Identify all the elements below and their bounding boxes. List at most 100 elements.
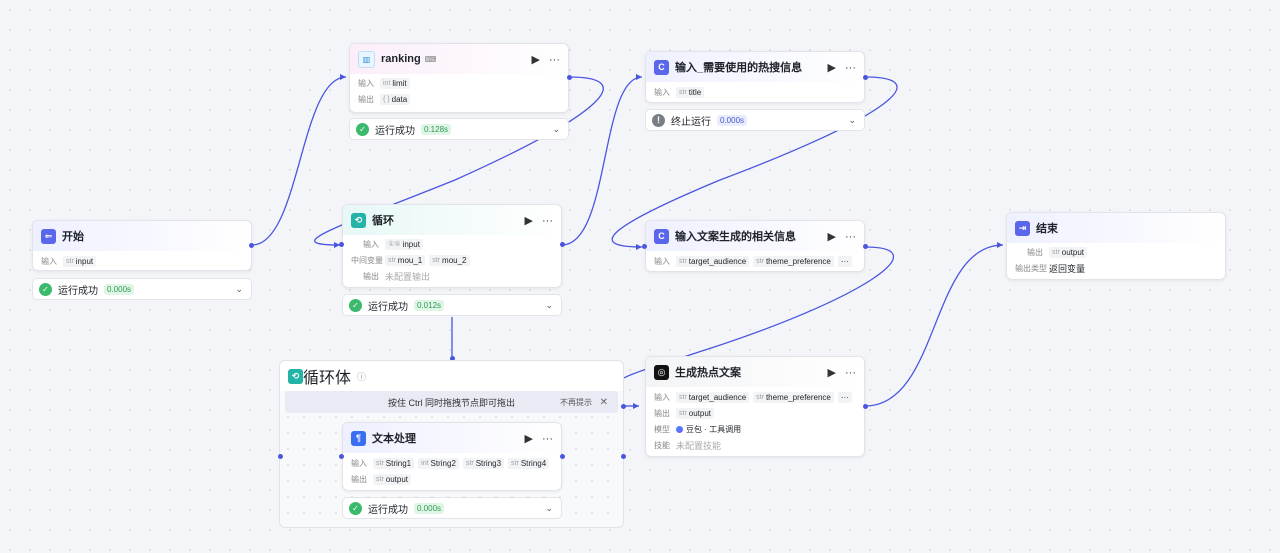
more-button[interactable]: ··· bbox=[845, 61, 856, 74]
output-port[interactable] bbox=[863, 75, 868, 80]
row-value: 未配置技能 bbox=[676, 440, 722, 451]
status-ranking[interactable]: ✓ 运行成功 0.128s ⌄ bbox=[349, 118, 569, 140]
row-label: 输入 bbox=[363, 239, 379, 249]
row-label: 输出类型 bbox=[1015, 263, 1047, 273]
plugin-icon: ▥ bbox=[358, 50, 375, 68]
row-label: 技能 bbox=[654, 440, 670, 450]
keyboard-icon: ⌨ bbox=[424, 54, 437, 64]
node-title: 文本处理 bbox=[372, 433, 416, 445]
input-c-icon: C bbox=[654, 228, 669, 244]
node-title: 结束 bbox=[1036, 223, 1058, 235]
more-button[interactable]: ··· bbox=[549, 53, 560, 66]
drag-hint-banner: 按住 Ctrl 同时拖拽节点即可拖出 不再提示 ✕ bbox=[285, 391, 618, 413]
check-icon: ✓ bbox=[349, 298, 362, 312]
status-text: 运行成功 bbox=[375, 125, 415, 137]
more-button[interactable]: ··· bbox=[542, 214, 553, 227]
row-label: 输出 bbox=[363, 271, 379, 281]
row-label: 模型 bbox=[654, 424, 670, 434]
status-input-hot[interactable]: ! 终止运行 0.000s ⌄ bbox=[645, 109, 865, 131]
chevron-down-icon[interactable]: ⌄ bbox=[545, 300, 553, 310]
loop-body-port[interactable] bbox=[450, 356, 455, 361]
edge-loop-input-hot bbox=[561, 76, 643, 246]
dont-show-again-link[interactable]: 不再提示 bbox=[560, 397, 592, 407]
edge-gen-end bbox=[864, 244, 1004, 407]
chevron-down-icon[interactable]: ⌄ bbox=[235, 284, 243, 294]
status-time: 0.000s bbox=[414, 502, 445, 514]
output-port[interactable] bbox=[249, 243, 254, 248]
loop-icon: ⟲ bbox=[351, 212, 366, 228]
close-icon[interactable]: ✕ bbox=[599, 396, 608, 408]
node-title: 循环体 bbox=[303, 370, 352, 387]
output-port[interactable] bbox=[863, 244, 868, 249]
row-value: 未配置输出 bbox=[385, 271, 431, 282]
container-loop-port[interactable] bbox=[621, 404, 626, 409]
output-port[interactable] bbox=[863, 404, 868, 409]
check-icon: ✓ bbox=[349, 501, 362, 515]
input-port[interactable] bbox=[642, 244, 647, 249]
status-time: 0.000s bbox=[717, 114, 748, 126]
output-port[interactable] bbox=[560, 242, 565, 247]
more-params-chip[interactable]: ··· bbox=[837, 391, 852, 403]
info-icon[interactable]: ⓘ bbox=[357, 371, 367, 382]
output-port[interactable] bbox=[567, 75, 572, 80]
more-button[interactable]: ··· bbox=[542, 432, 553, 445]
run-button[interactable]: ▶ bbox=[827, 231, 836, 243]
node-title: 开始 bbox=[62, 231, 84, 243]
model-logo-icon bbox=[676, 425, 683, 433]
run-button[interactable]: ▶ bbox=[524, 215, 533, 227]
input-port[interactable] bbox=[339, 454, 344, 459]
row-label: 输出 bbox=[654, 408, 670, 418]
status-loop[interactable]: ✓ 运行成功 0.012s ⌄ bbox=[342, 294, 562, 316]
hint-text: 按住 Ctrl 同时拖拽节点即可拖出 bbox=[388, 397, 515, 408]
container-input-port[interactable] bbox=[278, 454, 283, 459]
more-button[interactable]: ··· bbox=[845, 230, 856, 243]
more-button[interactable]: ··· bbox=[845, 366, 856, 379]
chevron-down-icon[interactable]: ⌄ bbox=[848, 115, 856, 125]
run-button[interactable]: ▶ bbox=[524, 433, 533, 445]
loop-icon: ⟲ bbox=[288, 368, 303, 384]
row-label: 输出 bbox=[358, 94, 374, 104]
input-port[interactable] bbox=[339, 242, 344, 247]
edge-start-ranking bbox=[251, 76, 347, 246]
output-port[interactable] bbox=[560, 454, 565, 459]
status-time: 0.000s bbox=[104, 283, 135, 295]
chevron-down-icon[interactable]: ⌄ bbox=[545, 503, 553, 513]
row-label: 输入 bbox=[654, 87, 670, 97]
row-label: 输入 bbox=[654, 392, 670, 402]
end-arrow-icon: ⇥ bbox=[1015, 220, 1030, 236]
chevron-down-icon[interactable]: ⌄ bbox=[552, 124, 560, 134]
run-button[interactable]: ▶ bbox=[531, 54, 540, 66]
llm-icon: ◎ bbox=[654, 364, 669, 380]
status-start[interactable]: ✓ 运行成功 0.000s ⌄ bbox=[32, 278, 252, 300]
more-params-chip[interactable]: ··· bbox=[837, 255, 852, 267]
node-title: 输入_需要使用的热搜信息 bbox=[675, 62, 803, 74]
status-text-process[interactable]: ✓ 运行成功 0.000s ⌄ bbox=[342, 497, 562, 519]
input-c-icon: C bbox=[654, 59, 669, 75]
run-button[interactable]: ▶ bbox=[827, 367, 836, 379]
run-button[interactable]: ▶ bbox=[827, 62, 836, 74]
container-output-port[interactable] bbox=[621, 454, 626, 459]
